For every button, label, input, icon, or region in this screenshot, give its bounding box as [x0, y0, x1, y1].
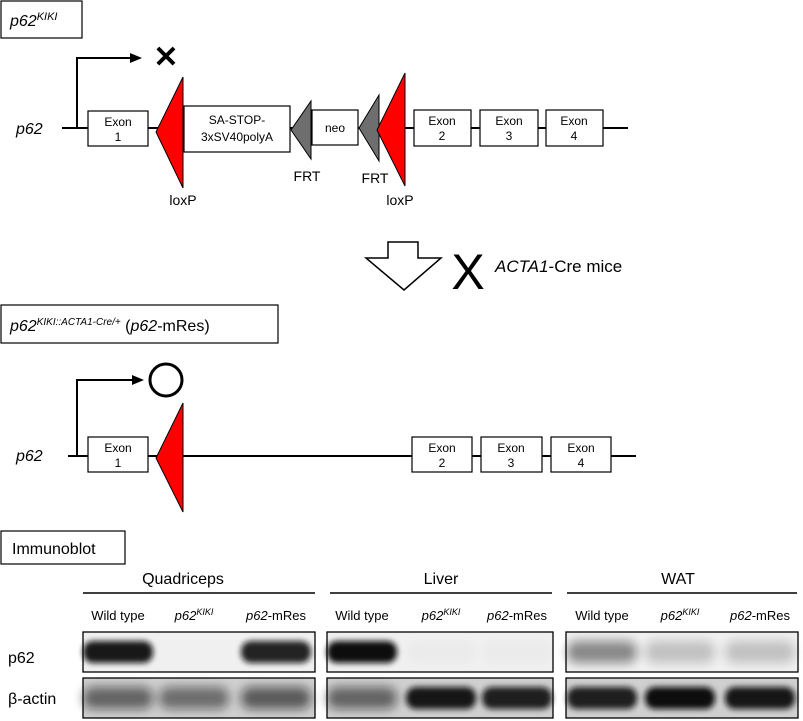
band [645, 687, 715, 709]
cross-step: X ACTA1-Cre mice [363, 241, 622, 300]
svg-text:Exon: Exon [104, 115, 131, 129]
svg-text:Exon: Exon [497, 441, 524, 455]
loxp-site-remaining [155, 402, 184, 513]
svg-text:3xSV40polyA: 3xSV40polyA [201, 130, 273, 144]
svg-text:3: 3 [506, 129, 513, 143]
construct-top: p62KIKI ✕ p62 Exon 1 loxP SA-STOP- 3xSV4… [0, 0, 628, 208]
lane-label: Wild type [91, 608, 144, 623]
neo-cassette: neo [311, 109, 359, 146]
loxp-label-right: loxP [386, 192, 413, 208]
exon-4-bottom: Exon 4 [550, 436, 612, 473]
band [327, 641, 397, 663]
exon-2-top: Exon 2 [413, 109, 472, 147]
exon-1-top: Exon 1 [87, 110, 149, 147]
immunoblot-panel: Immunoblot Quadriceps Liver WAT p62 β-ac… [0, 530, 799, 719]
loxp-site-left [155, 76, 184, 189]
frt-site-left [290, 99, 312, 161]
cross-partner-label: ACTA1-Cre mice [494, 257, 622, 276]
svg-text:Exon: Exon [495, 114, 522, 128]
band [482, 687, 552, 709]
lane-labels: Wild type p62KIKI p62-mRes Wild type p62KIKI… [91, 607, 790, 623]
exon-2-bottom: Exon 2 [411, 436, 473, 473]
tissue-label-quadriceps: Quadriceps [142, 571, 224, 588]
promoter-arrow-bottom [76, 379, 134, 456]
loxp-site-right [376, 72, 406, 187]
blot-panels [82, 631, 799, 719]
band [241, 687, 311, 709]
frt-label-right: FRT [362, 170, 389, 186]
lane-label: p62KIKI [421, 607, 461, 623]
down-arrow-icon [363, 241, 444, 291]
svg-text:4: 4 [571, 129, 578, 143]
band [567, 687, 637, 709]
band [725, 641, 795, 663]
band [83, 641, 153, 663]
row-label-p62: p62 [8, 650, 35, 667]
band [567, 641, 637, 663]
construct-top-title: p62KIKI [9, 11, 58, 30]
svg-text:SA-STOP-: SA-STOP- [209, 113, 265, 127]
svg-text:1: 1 [115, 130, 122, 144]
svg-text:4: 4 [578, 456, 585, 470]
band [406, 641, 476, 663]
band [83, 687, 153, 709]
title-box-bottom [0, 304, 279, 344]
lane-label: p62KIKI [174, 607, 214, 623]
svg-text:neo: neo [325, 121, 345, 135]
frt-site-right [358, 93, 380, 163]
lane-label: p62-mRes [245, 608, 306, 623]
exon-3-top: Exon 3 [479, 109, 539, 147]
band [327, 687, 397, 709]
gene-label-top: p62 [15, 121, 43, 138]
svg-text:Exon: Exon [560, 114, 587, 128]
exon-3-bottom: Exon 3 [480, 436, 543, 473]
band [159, 687, 229, 709]
band [406, 687, 476, 709]
exon-4-top: Exon 4 [545, 109, 604, 147]
band [482, 641, 552, 663]
svg-text:Exon: Exon [428, 441, 455, 455]
svg-text:2: 2 [439, 456, 446, 470]
promoter-arrow-top [76, 57, 132, 128]
cross-symbol-icon: X [451, 244, 484, 300]
band [645, 641, 715, 663]
svg-text:Exon: Exon [428, 114, 455, 128]
construct-bottom-title: p62KIKI::ACTA1-Cre/+ (p62-mRes) [9, 317, 210, 335]
expressed-circle-icon [148, 362, 184, 398]
svg-text:1: 1 [115, 456, 122, 470]
exon-1-bottom: Exon 1 [87, 436, 149, 473]
band [725, 687, 795, 709]
lane-label: Wild type [335, 608, 388, 623]
loxp-label-left: loxP [169, 192, 196, 208]
row-label-beta-actin: β-actin [8, 691, 56, 708]
title-box-top [0, 0, 83, 39]
gene-label-bottom: p62 [15, 448, 43, 465]
lane-label: p62-mRes [729, 608, 790, 623]
promoter-arrowhead-bottom [132, 375, 144, 385]
band [241, 641, 311, 663]
blocked-icon: ✕ [153, 41, 178, 74]
tissue-label-wat: WAT [661, 571, 695, 588]
svg-text:Exon: Exon [104, 441, 131, 455]
lane-label: Wild type [575, 608, 628, 623]
immunoblot-label: Immunoblot [12, 541, 96, 558]
stop-cassette: SA-STOP- 3xSV40polyA [183, 105, 291, 153]
tissue-label-liver: Liver [424, 571, 459, 588]
promoter-arrowhead-top [130, 53, 142, 63]
svg-text:2: 2 [439, 129, 446, 143]
lane-label: p62-mRes [486, 608, 547, 623]
frt-label-left: FRT [294, 168, 321, 184]
lane-label: p62KIKI [660, 607, 700, 623]
immunoblot-label-box [0, 530, 126, 565]
svg-text:3: 3 [508, 456, 515, 470]
construct-bottom: p62KIKI::ACTA1-Cre/+ (p62-mRes) p62 Exon… [0, 304, 636, 513]
svg-text:Exon: Exon [567, 441, 594, 455]
